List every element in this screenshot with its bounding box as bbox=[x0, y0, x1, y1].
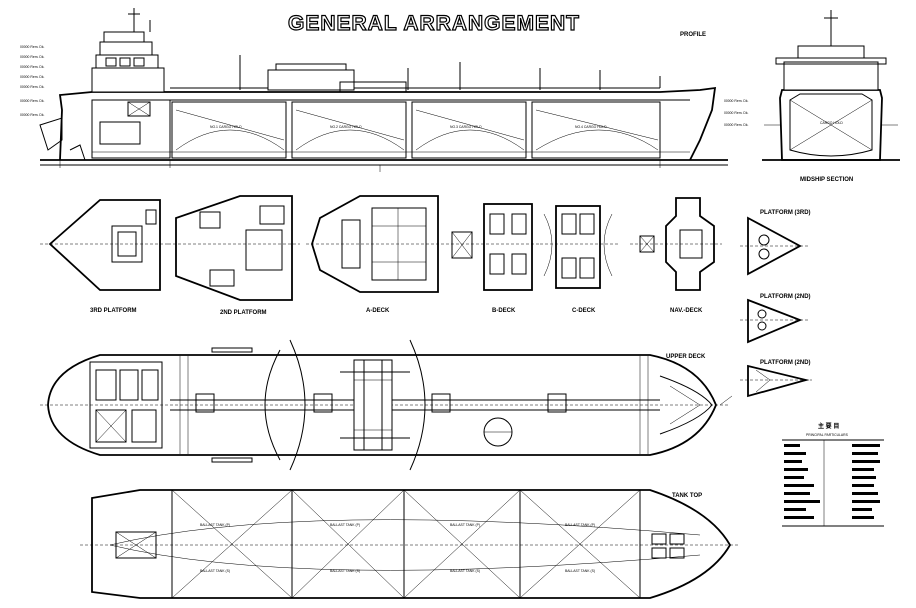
svg-text:00000 Rem. Dk.: 00000 Rem. Dk. bbox=[20, 55, 45, 59]
svg-text:BALLAST TANK (S): BALLAST TANK (S) bbox=[330, 569, 360, 573]
plan-2nd-platform: 2ND PLATFORM bbox=[168, 195, 300, 316]
svg-text:00000 Rem. Dk.: 00000 Rem. Dk. bbox=[724, 111, 749, 115]
svg-text:BALLAST TANK (S): BALLAST TANK (S) bbox=[450, 569, 480, 573]
svg-text:BALLAST TANK (P): BALLAST TANK (P) bbox=[565, 523, 595, 527]
svg-text:NO.4 CARGO HOLD: NO.4 CARGO HOLD bbox=[575, 125, 607, 129]
label-3rd-platform: 3RD PLATFORM bbox=[90, 308, 137, 314]
midship-section: CARGO HOLD MIDSHIP SECTION bbox=[762, 10, 900, 183]
particulars-heading: 主 要 目 bbox=[818, 422, 839, 430]
profile-label: PROFILE bbox=[680, 32, 706, 38]
label-fp-3: PLATFORM (2ND) bbox=[760, 360, 811, 366]
particulars-table: 主 要 目 PRINCIPAL PARTICULARS bbox=[782, 422, 884, 527]
label-a-deck: A-DECK bbox=[366, 308, 390, 314]
svg-text:BALLAST TANK (P): BALLAST TANK (P) bbox=[330, 523, 360, 527]
svg-text:BALLAST TANK (P): BALLAST TANK (P) bbox=[200, 523, 230, 527]
midship-label: MIDSHIP SECTION bbox=[800, 177, 853, 183]
svg-text:00000 Rem. Dk.: 00000 Rem. Dk. bbox=[724, 99, 749, 103]
svg-text:CARGO HOLD: CARGO HOLD bbox=[820, 121, 843, 125]
svg-text:00000 Rem. Dk.: 00000 Rem. Dk. bbox=[20, 45, 45, 49]
svg-text:00000 Rem. Dk.: 00000 Rem. Dk. bbox=[20, 75, 45, 79]
label-b-deck: B-DECK bbox=[492, 308, 516, 314]
svg-text:00000 Rem. Dk.: 00000 Rem. Dk. bbox=[724, 123, 749, 127]
label-c-deck: C-DECK bbox=[572, 308, 596, 314]
label-fp-1: PLATFORM (3RD) bbox=[760, 210, 811, 216]
deck-plans: 3RD PLATFORM 2ND PLATFORM A-DECK bbox=[40, 195, 722, 316]
fore-platforms: PLATFORM (3RD) PLATFORM (2ND) PLATFORM (… bbox=[740, 210, 812, 398]
label-fp-2: PLATFORM (2ND) bbox=[760, 294, 811, 300]
plan-nav-deck: NAV.-DECK bbox=[630, 197, 722, 314]
upper-deck-label: UPPER DECK bbox=[666, 354, 706, 360]
plan-a-deck: A-DECK bbox=[306, 195, 446, 314]
plan-b-deck: B-DECK bbox=[446, 203, 540, 314]
tank-top-label: TANK TOP bbox=[672, 493, 702, 499]
drawing-title: GENERAL ARRANGEMENT bbox=[288, 12, 580, 35]
svg-text:BALLAST TANK (S): BALLAST TANK (S) bbox=[200, 569, 230, 573]
profile-view: PROFILE NO.1 CARGO HOLD NO.2 CARGO HOLD … bbox=[20, 8, 749, 172]
label-nav-deck: NAV.-DECK bbox=[670, 308, 703, 314]
particulars-subheading: PRINCIPAL PARTICULARS bbox=[806, 433, 849, 437]
svg-text:NO.3 CARGO HOLD: NO.3 CARGO HOLD bbox=[450, 125, 482, 129]
label-2nd-platform: 2ND PLATFORM bbox=[220, 310, 267, 316]
svg-text:BALLAST TANK (P): BALLAST TANK (P) bbox=[450, 523, 480, 527]
plan-c-deck: C-DECK bbox=[540, 205, 620, 314]
svg-text:NO.1 CARGO HOLD: NO.1 CARGO HOLD bbox=[210, 125, 242, 129]
svg-text:00000 Rem. Dk.: 00000 Rem. Dk. bbox=[20, 85, 45, 89]
svg-text:00000 Rem. Dk.: 00000 Rem. Dk. bbox=[20, 99, 45, 103]
upper-deck-plan: UPPER DECK bbox=[40, 339, 733, 471]
svg-text:00000 Rem. Dk.: 00000 Rem. Dk. bbox=[20, 113, 45, 117]
tank-top-plan: TANK TOP BALLAST TANK (P) BALLAST TANK (… bbox=[80, 489, 740, 599]
svg-text:BALLAST TANK (S): BALLAST TANK (S) bbox=[565, 569, 595, 573]
svg-text:NO.2 CARGO HOLD: NO.2 CARGO HOLD bbox=[330, 125, 362, 129]
svg-text:00000 Rem. Dk.: 00000 Rem. Dk. bbox=[20, 65, 45, 69]
plan-3rd-platform: 3RD PLATFORM bbox=[40, 199, 168, 314]
